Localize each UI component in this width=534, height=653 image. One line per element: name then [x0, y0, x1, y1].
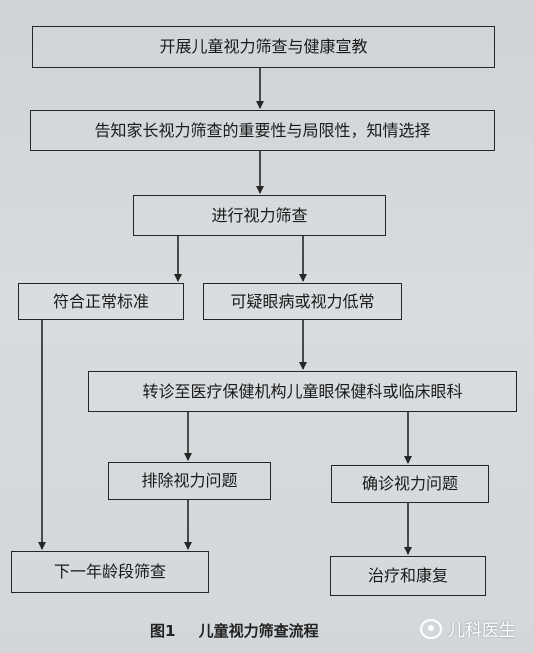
box-treatment-and-rehab: 治疗和康复: [330, 556, 486, 596]
figure-title: 儿童视力筛查流程: [198, 622, 319, 640]
box-screening-and-education: 开展儿童视力筛查与健康宣教: [32, 26, 495, 68]
box-confirmed-vision-problem: 确诊视力问题: [331, 465, 489, 503]
figure-caption: 图1 儿童视力筛查流程: [150, 620, 319, 641]
box-meets-normal-standard: 符合正常标准: [18, 283, 184, 320]
box-label: 可疑眼病或视力低常: [230, 291, 375, 311]
figure-number: 图1: [150, 622, 176, 640]
box-label: 确诊视力问题: [361, 474, 458, 493]
box-label: 开展儿童视力筛查与健康宣教: [159, 37, 368, 56]
watermark-text: 儿科医生: [448, 621, 516, 641]
box-label: 排除视力问题: [141, 471, 238, 490]
wechat-logo-icon: [420, 618, 442, 639]
box-label: 进行视力筛查: [211, 205, 308, 225]
box-inform-parents: 告知家长视力筛查的重要性与局限性，知情选择: [30, 110, 495, 151]
box-referral: 转诊至医疗保健机构儿童眼保健科或临床眼科: [88, 371, 517, 412]
box-excluded-vision-problem: 排除视力问题: [108, 462, 271, 500]
box-next-age-screening: 下一年龄段筛查: [11, 551, 209, 593]
box-suspected-eye-disease: 可疑眼病或视力低常: [203, 283, 402, 320]
box-label: 符合正常标准: [52, 291, 149, 311]
watermark: 儿科医生: [420, 616, 516, 641]
box-label: 告知家长视力筛查的重要性与局限性，知情选择: [94, 120, 431, 140]
box-label: 下一年龄段筛查: [53, 562, 166, 581]
box-label: 治疗和康复: [367, 566, 448, 585]
box-label: 转诊至医疗保健机构儿童眼保健科或临床眼科: [142, 381, 463, 401]
box-conduct-screening: 进行视力筛查: [133, 195, 386, 236]
